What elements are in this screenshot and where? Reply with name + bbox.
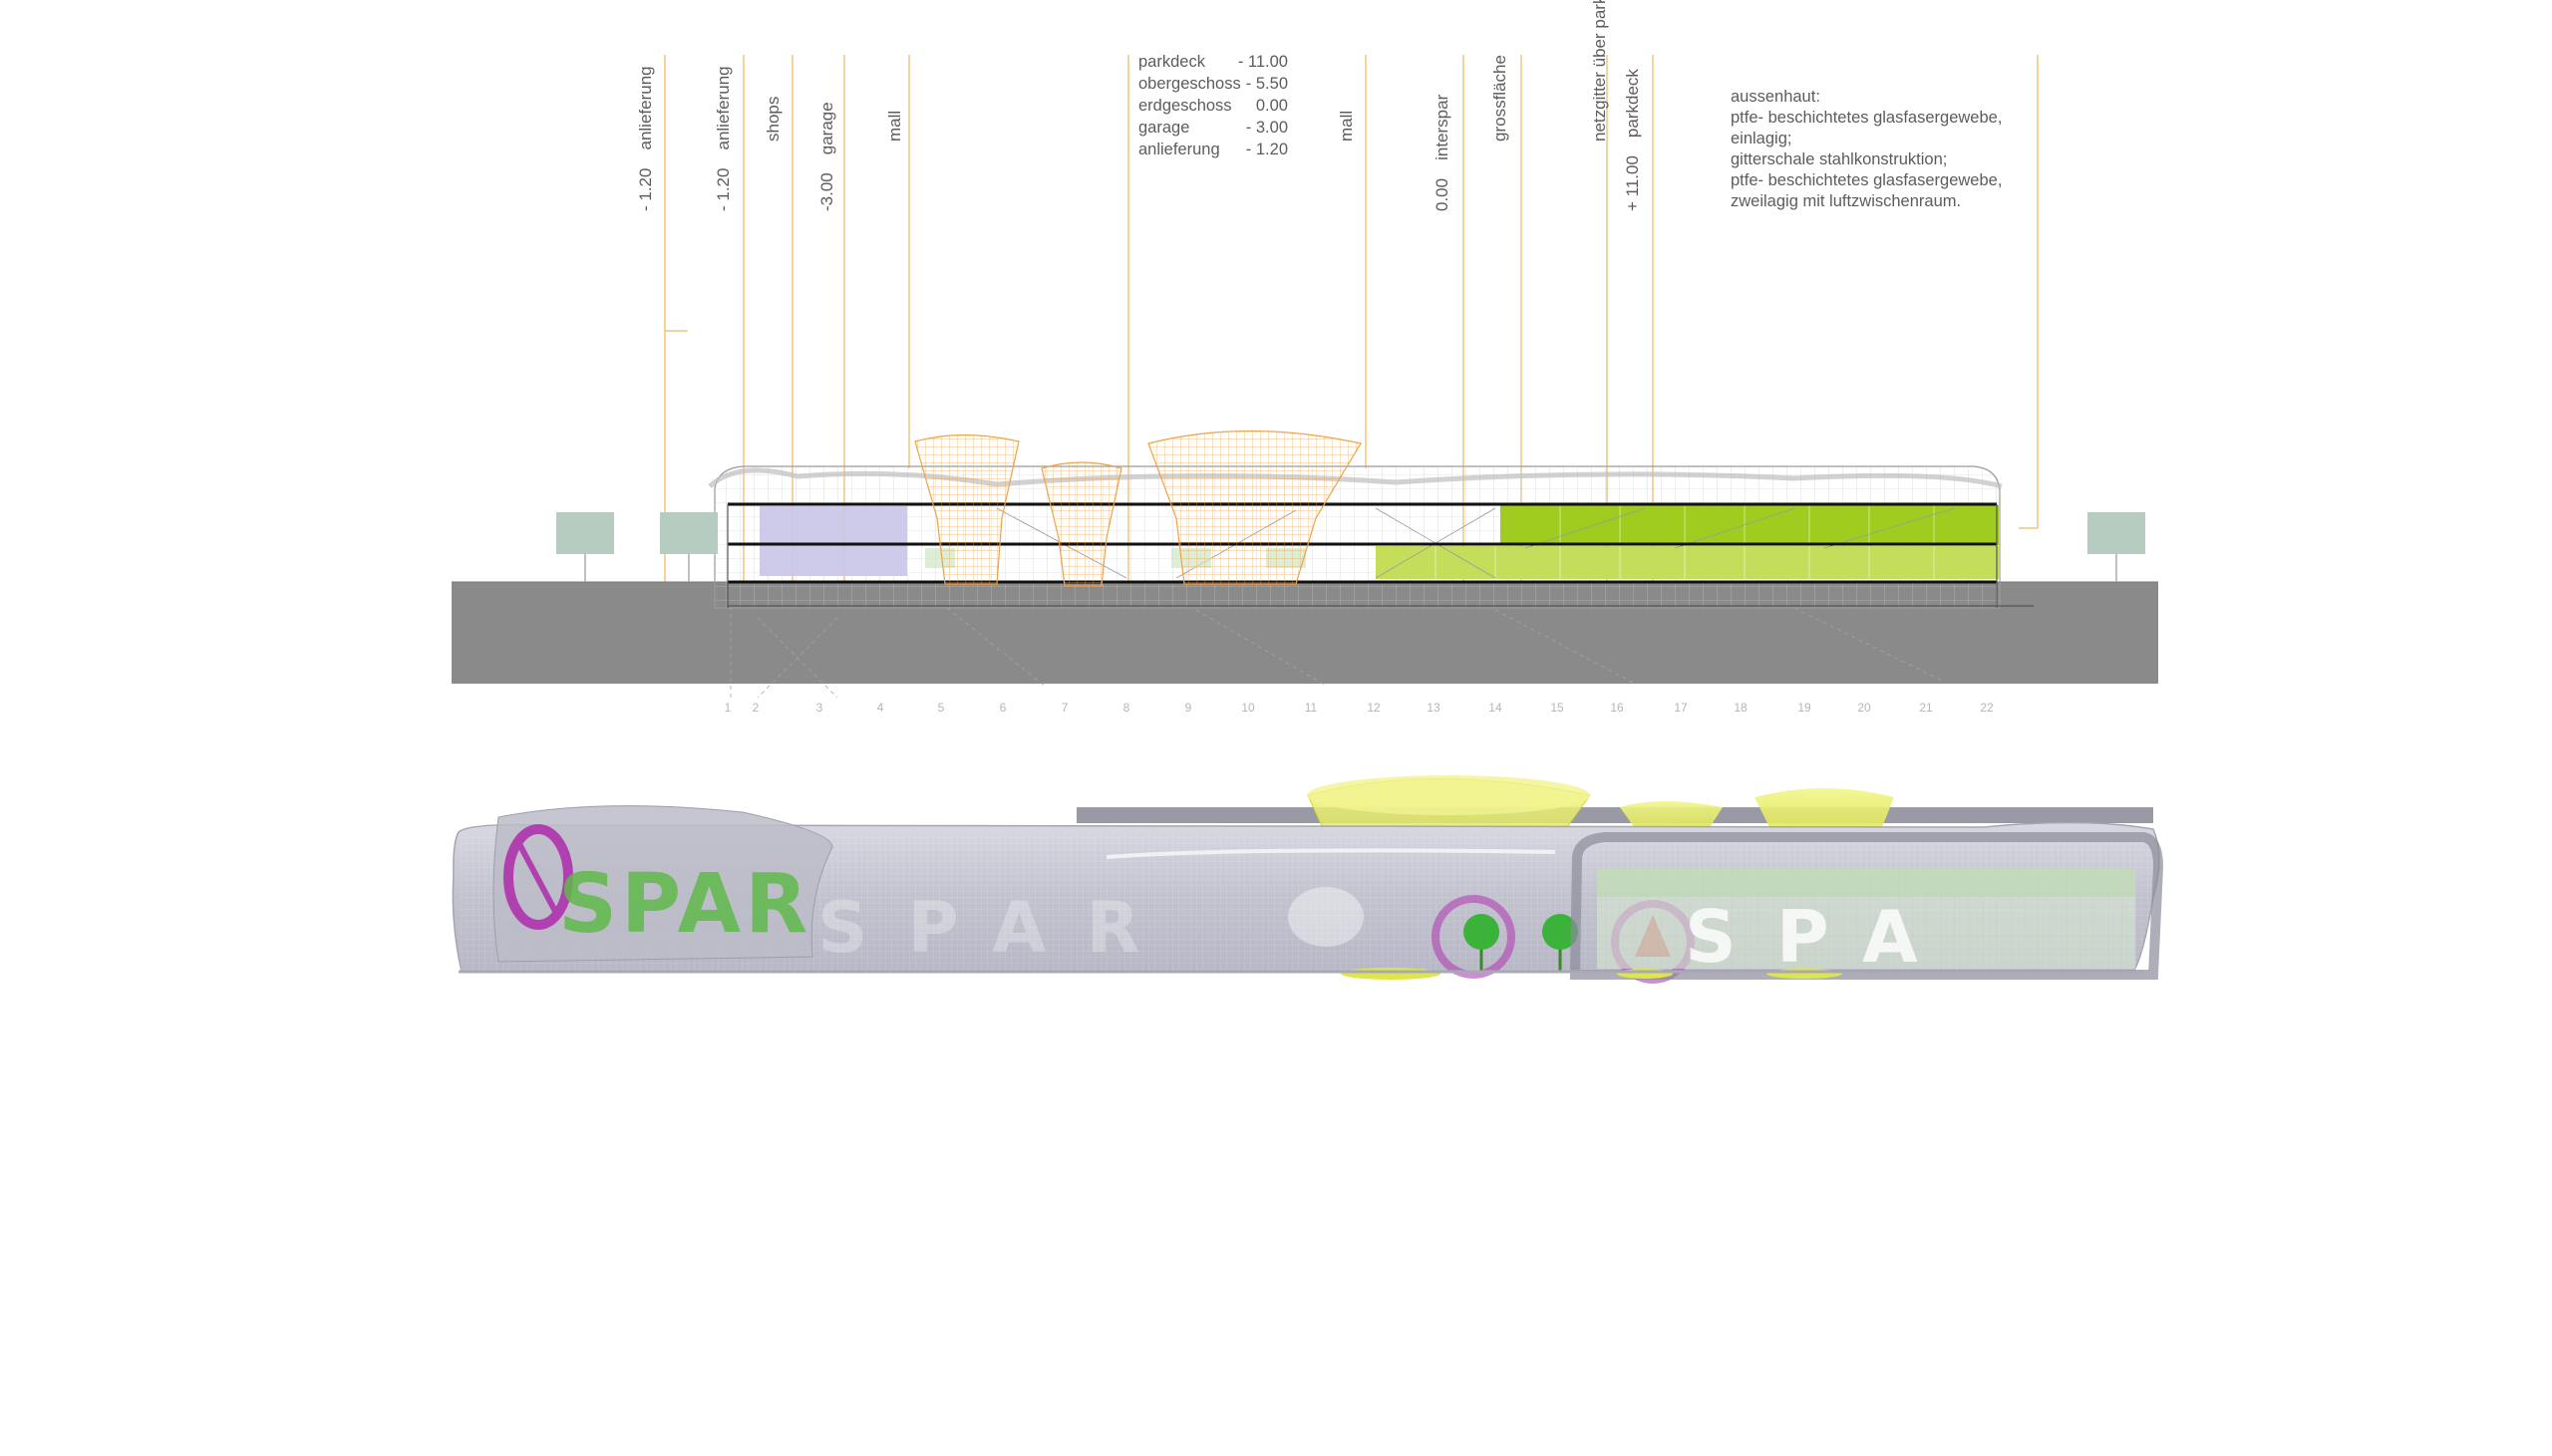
level-name: erdgeschoss [1138, 97, 1232, 115]
grid-axis-number: 8 [1123, 701, 1130, 715]
shops-block [760, 506, 907, 576]
grid-axis-number: 15 [1550, 701, 1564, 715]
section-label-name: netzgitter über parkdeck. [1590, 0, 1609, 142]
elevation-render: SPAR SPAR SPA [452, 775, 2164, 984]
section-label: + 11.00 parkdeck [1623, 69, 1642, 211]
section-label-level: + 11.00 [1623, 155, 1642, 211]
section-label: mall [1337, 111, 1356, 142]
grid-axis-number: 21 [1919, 701, 1933, 715]
right-spar-word: SPA [1685, 895, 1958, 979]
section-label-level: -3.00 [817, 172, 836, 211]
trees [556, 512, 2145, 582]
green-lamps [1463, 914, 1578, 972]
section-label-level: 0.00 [1433, 178, 1451, 211]
section-label: netzgitter über parkdeck. [1590, 0, 1609, 142]
section-label: - 1.20 anlieferung [636, 66, 655, 211]
grid-axis-number: 14 [1488, 701, 1502, 715]
grid-axis-number: 2 [753, 701, 760, 715]
material-note-line: zweilagig mit luftzwischenraum. [1731, 192, 1961, 210]
foundation-lines [730, 606, 1945, 699]
level-value: - 5.50 [1246, 75, 1288, 93]
funnel-1 [914, 434, 1020, 585]
tree [660, 512, 718, 554]
section-label-name: mall [885, 111, 904, 142]
grid-axis-number: 12 [1367, 701, 1381, 715]
section-label: grossfläche [1490, 55, 1509, 142]
interspar-block [1376, 546, 1999, 579]
spar-logo [1432, 895, 1515, 979]
material-note-line: ptfe- beschichtetes glasfasergewebe, [1731, 171, 2002, 189]
material-notes: aussenhaut: ptfe- beschichtetes glasfaser… [1731, 88, 2002, 210]
section-label: 0.00 interspar [1433, 94, 1451, 211]
grid-axis-number: 17 [1674, 701, 1688, 715]
grid-axis-number: 6 [1000, 701, 1007, 715]
grid-axis-number: 4 [877, 701, 884, 715]
grid-axis-number: 9 [1185, 701, 1192, 715]
material-note-line: gitterschale stahlkonstruktion; [1731, 150, 1947, 168]
section-label-level: - 1.20 [714, 168, 733, 211]
funnel-3 [1147, 430, 1362, 585]
material-note-line: aussenhaut: [1731, 88, 1820, 106]
level-value: 0.00 [1256, 97, 1288, 115]
level-name: anlieferung [1138, 141, 1220, 158]
section-label-name: shops [764, 97, 783, 142]
grid-axis-number: 13 [1427, 701, 1440, 715]
grid-axis-number: 7 [1062, 701, 1069, 715]
level-value: - 3.00 [1246, 119, 1288, 137]
level-value: - 11.00 [1238, 53, 1288, 71]
section-label-name: anlieferung [714, 66, 733, 149]
left-spar-signage: SPAR [503, 824, 811, 952]
grid-axis-number: 22 [1980, 701, 1994, 715]
section-label-name: parkdeck [1623, 69, 1642, 138]
level-table: parkdeck - 11.00 obergeschoss - 5.50 erdgesc… [1138, 53, 1288, 158]
material-note-line: einlagig; [1731, 130, 1791, 147]
level-name: obergeschoss [1138, 75, 1241, 93]
section-label-name: mall [1337, 111, 1356, 142]
section-label: shops [764, 97, 783, 142]
funnel-2 [1041, 461, 1122, 587]
material-note-line: ptfe- beschichtetes glasfasergewebe, [1731, 109, 2002, 127]
level-name: parkdeck [1138, 53, 1206, 71]
section-labels: - 1.20 anlieferung - 1.20 anlieferung shops -… [636, 0, 1642, 211]
section-label-name: interspar [1433, 94, 1451, 159]
grid-axis-number: 16 [1610, 701, 1624, 715]
section-label-name: anlieferung [636, 66, 655, 149]
grid-axis-number: 19 [1797, 701, 1811, 715]
middle-spar-word: SPAR [817, 887, 1179, 969]
right-tube [1569, 832, 2164, 980]
grid-axis-number: 18 [1734, 701, 1748, 715]
section-label-name: garage [817, 102, 836, 154]
grid-axis-number: 11 [1305, 701, 1318, 715]
section-label: -3.00 garage [817, 102, 836, 211]
grossflaeche-block [1500, 505, 1999, 545]
grid-axis-number: 10 [1241, 701, 1255, 715]
grid-axis-number: 1 [725, 701, 732, 715]
section-label: - 1.20 anlieferung [714, 66, 733, 211]
level-name: garage [1138, 119, 1189, 137]
section-label-level: - 1.20 [636, 168, 655, 211]
tree [2087, 512, 2145, 554]
level-value: - 1.20 [1246, 141, 1288, 158]
left-spar-word: SPAR [558, 857, 811, 952]
funnels [914, 430, 1362, 587]
grid-axis-number: 20 [1857, 701, 1871, 715]
grid-axis-number: 5 [938, 701, 945, 715]
section-label: mall [885, 111, 904, 142]
tree [556, 512, 614, 554]
left-bulge [492, 805, 833, 963]
grid-axis-number: 3 [816, 701, 823, 715]
building-section [708, 465, 2034, 609]
section-label-name: grossfläche [1490, 55, 1509, 142]
